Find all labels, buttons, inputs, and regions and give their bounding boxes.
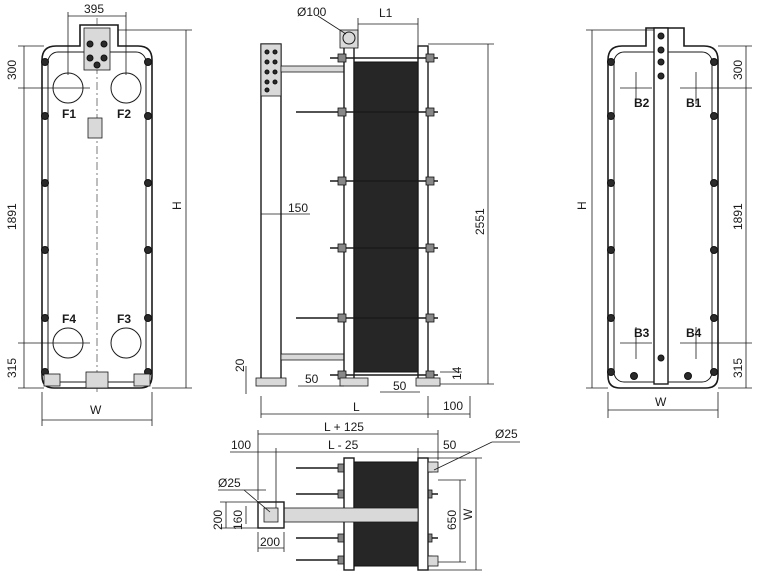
dim-width: W	[90, 403, 102, 417]
dim-foot-left: 50	[305, 372, 319, 386]
dim-foot-height: 20	[233, 358, 247, 372]
dim-height: H	[575, 201, 589, 210]
dim-inner: L - 25	[328, 438, 359, 452]
plan-guide-bar	[275, 507, 419, 523]
port-f2	[110, 72, 142, 104]
side-foot-right	[415, 377, 441, 387]
plan-foot-tab	[427, 555, 439, 567]
dim-overall-height: 2551	[473, 208, 487, 235]
rear-view: H 300 1891 315 W B2 B1 B3 B4	[575, 27, 752, 418]
side-pressure-plate	[417, 45, 429, 385]
dim-top-width: 395	[84, 2, 104, 16]
plan-foot-tab	[427, 461, 439, 473]
side-fixed-plate	[343, 45, 355, 385]
dim-height: H	[170, 201, 184, 210]
plan-view: L + 125 L - 25 100 50 Ø25 Ø25 200 160 20…	[211, 420, 520, 571]
rear-column	[653, 27, 669, 385]
label-b1: B1	[686, 96, 702, 110]
front-connector-bolt	[100, 54, 108, 62]
side-view: Ø100 L1 2551 150 20 50 50 14 L 100	[233, 5, 494, 418]
dim-stand-offset: 150	[288, 201, 308, 215]
plan-column-hole	[263, 507, 279, 523]
front-connector-bolt	[93, 61, 101, 69]
front-connector-bolt	[86, 40, 94, 48]
side-plate-pack	[353, 61, 419, 373]
dim-bottom-offset: 315	[731, 358, 745, 378]
dim-hole-right: Ø25	[495, 427, 518, 441]
side-foot-centre	[339, 377, 369, 387]
dim-overall: L + 125	[324, 420, 364, 434]
plan-pressure-plate	[417, 457, 429, 571]
leader-line	[317, 15, 347, 35]
front-side-bolts	[41, 58, 152, 376]
dim-hole-left: Ø25	[218, 476, 241, 490]
label-f4: F4	[62, 312, 76, 326]
dim-bottom-offset: 315	[5, 358, 19, 378]
dim-left-extra: 100	[231, 438, 251, 452]
label-f1: F1	[62, 107, 76, 121]
dim-width: W	[655, 395, 667, 409]
rear-side-bolts	[607, 58, 718, 380]
front-foot-right	[133, 373, 151, 387]
front-view: 395 300 1891 315 H W F1 F2 F4 F3	[5, 2, 192, 426]
dim-length: L	[353, 400, 360, 414]
side-tie-bolts	[296, 53, 438, 380]
front-plate-outline	[41, 24, 153, 389]
dim-right-extra: 50	[443, 438, 457, 452]
label-b2: B2	[634, 96, 650, 110]
dim-height-160: 160	[231, 510, 245, 530]
dim-top-offset: 300	[731, 60, 745, 80]
dim-foot-base: 14	[450, 366, 464, 380]
dim-l1: L1	[379, 6, 393, 20]
dim-bolt-spacing: 650	[445, 510, 459, 530]
front-foot-left	[43, 373, 61, 387]
dim-foot-right: 50	[393, 379, 407, 393]
label-f2: F2	[117, 107, 131, 121]
dim-height-200: 200	[211, 510, 225, 530]
port-f3	[110, 327, 142, 359]
label-f3: F3	[117, 312, 131, 326]
front-connector-bolt	[86, 54, 94, 62]
side-stand-holes	[264, 49, 278, 93]
dim-port-spacing: 1891	[731, 203, 745, 230]
front-foot-centre	[85, 371, 109, 389]
dim-width: W	[461, 508, 475, 520]
side-foot-left	[255, 377, 287, 387]
dim-top-offset: 300	[5, 60, 19, 80]
side-top-nozzle-bore	[342, 31, 356, 45]
dim-port-diameter: Ø100	[297, 5, 327, 19]
dim-port-spacing: 1891	[5, 203, 19, 230]
side-stand-head	[260, 43, 282, 97]
leader-line	[433, 441, 493, 471]
side-upper-guide-bar	[280, 65, 350, 73]
side-lower-guide-bar	[280, 353, 350, 361]
dim-width-200: 200	[260, 535, 280, 549]
front-centre-plate	[87, 117, 103, 139]
leader-line	[243, 489, 271, 513]
label-b3: B3	[634, 326, 650, 340]
rear-column-bolts	[657, 32, 665, 362]
label-b4: B4	[686, 326, 702, 340]
dim-tail: 100	[443, 399, 463, 413]
rear-plate-outline	[607, 27, 719, 389]
front-connector-bolt	[100, 40, 108, 48]
